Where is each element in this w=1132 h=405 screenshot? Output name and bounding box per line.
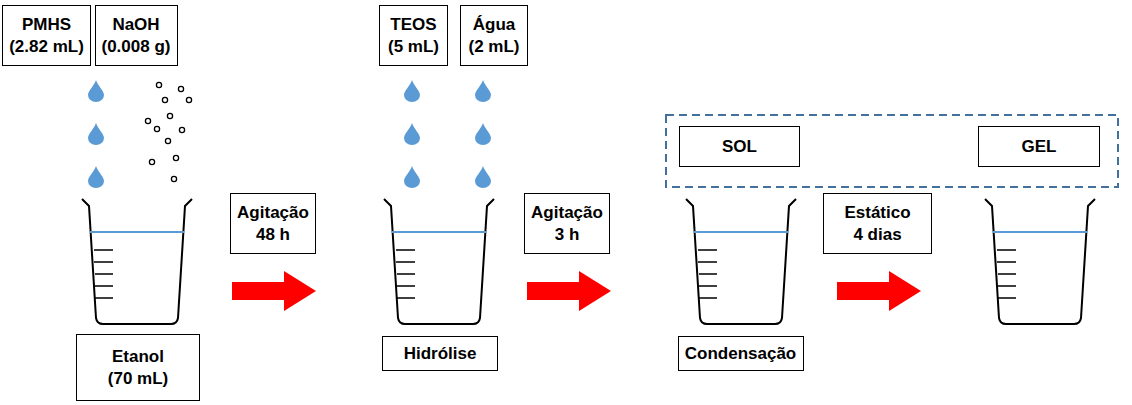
node-title: SOL — [722, 136, 757, 157]
node-title: Agitação — [531, 202, 603, 223]
node-title: Condensação — [685, 343, 796, 364]
state-box: GEL — [978, 126, 1100, 167]
step-box: Estático4 dias — [823, 193, 932, 254]
node-title: Água — [473, 14, 516, 35]
node-detail: 4 dias — [853, 224, 901, 245]
material-box: NaOH(0.008 g) — [95, 5, 178, 66]
beaker-label-box: Etanol(70 mL) — [76, 334, 200, 401]
node-detail: (2.82 mL) — [9, 36, 84, 57]
node-detail: (0.008 g) — [102, 36, 171, 57]
step-box: Agitação3 h — [524, 193, 610, 254]
node-title: Agitação — [237, 202, 309, 223]
material-box: TEOS(5 mL) — [379, 5, 448, 66]
material-box: PMHS(2.82 mL) — [2, 5, 91, 66]
node-title: TEOS — [390, 14, 436, 35]
node-detail: (2 mL) — [469, 36, 520, 57]
node-title: Etanol — [112, 346, 164, 367]
beaker-label-box: Hidrólise — [382, 336, 498, 371]
material-box: Água(2 mL) — [460, 5, 528, 66]
node-detail: 3 h — [555, 224, 580, 245]
beaker-label-box: Condensação — [678, 336, 804, 371]
node-title: Hidrólise — [404, 343, 477, 364]
node-title: Estático — [844, 202, 910, 223]
node-title: NaOH — [112, 14, 159, 35]
node-detail: (5 mL) — [388, 36, 439, 57]
node-detail: 48 h — [256, 224, 290, 245]
step-box: Agitação48 h — [230, 193, 316, 254]
node-title: PMHS — [22, 14, 71, 35]
node-title: GEL — [1022, 136, 1057, 157]
node-detail: (70 mL) — [108, 368, 168, 389]
state-box: SOL — [679, 126, 800, 167]
